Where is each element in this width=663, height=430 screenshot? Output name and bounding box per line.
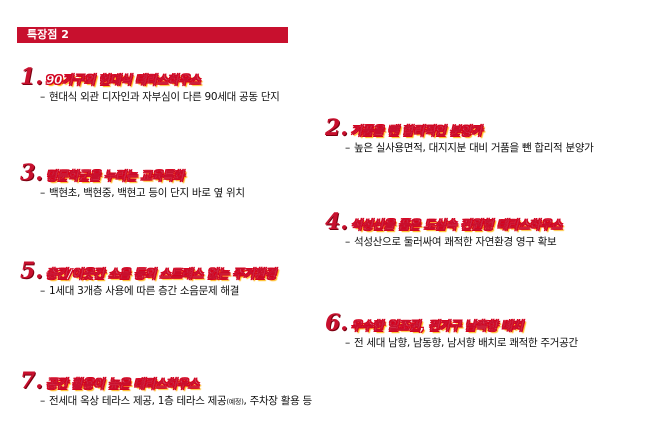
feature-item-2: 2. 거품을 뺀 합리적인 분양가 –높은 실사용면적, 대지지분 대비 거품을… [325, 117, 594, 155]
feature-description: –현대식 외관 디자인과 자부심이 다른 90세대 공동 단지 [40, 89, 280, 104]
feature-item-5: 5. 층간/이웃간 소음 등의 스트레스 없는 주거환경 –1세대 3개층 사용… [20, 260, 276, 298]
feature-title: 석성산을 품은 도심속 전원형 테라스하우스 [350, 218, 563, 232]
feature-description: –석성산으로 둘러싸여 쾌적한 자연환경 영구 확보 [345, 234, 562, 249]
feature-title: 공간 활용이 높은 테라스하우스 [45, 377, 199, 391]
feature-title: 층간/이웃간 소음 등의 스트레스 없는 주거환경 [45, 267, 277, 281]
feature-number: 3. [20, 160, 43, 186]
section-header: 특장점 2 [17, 27, 288, 43]
feature-description: –전세대 옥상 테라스 제공, 1층 테라스 제공(예정), 주차장 활용 등 [40, 393, 312, 408]
feature-description-text-end: , 주차장 활용 등 [243, 395, 313, 407]
feature-description: –백현초, 백현중, 백현고 등이 단지 바로 옆 위치 [40, 185, 245, 200]
feature-description-text: 1세대 3개층 사용에 따른 층간 소음문제 해결 [48, 285, 240, 297]
dash-bullet: – [345, 142, 350, 154]
dash-bullet: – [40, 187, 45, 199]
feature-number: 6. [325, 310, 348, 336]
feature-title: 우수한 일조권, 전가구 남측향 배치 [350, 319, 524, 333]
feature-number: 1. [20, 64, 43, 90]
feature-description-text: 석성산으로 둘러싸여 쾌적한 자연환경 영구 확보 [353, 236, 557, 248]
dash-bullet: – [40, 395, 45, 407]
feature-description: –전 세대 남향, 남동향, 남서향 배치로 쾌적한 주거공간 [345, 335, 578, 350]
feature-title: 명문학군을 누리는 교육특화 [45, 169, 185, 183]
feature-item-3: 3. 명문학군을 누리는 교육특화 –백현초, 백현중, 백현고 등이 단지 바… [20, 162, 245, 200]
feature-number: 7. [20, 368, 43, 394]
dash-bullet: – [40, 285, 45, 297]
feature-item-4: 4. 석성산을 품은 도심속 전원형 테라스하우스 –석성산으로 둘러싸여 쾌적… [325, 211, 562, 249]
feature-description-text: 전세대 옥상 테라스 제공, 1층 테라스 제공 [48, 395, 227, 407]
feature-description: –1세대 3개층 사용에 따른 층간 소음문제 해결 [40, 283, 276, 298]
feature-description-note: (예정) [226, 398, 244, 406]
feature-number: 4. [325, 209, 348, 235]
section-title: 특장점 2 [27, 28, 69, 41]
feature-title: 거품을 뺀 합리적인 분양가 [350, 124, 483, 138]
feature-item-7: 7. 공간 활용이 높은 테라스하우스 –전세대 옥상 테라스 제공, 1층 테… [20, 370, 312, 408]
feature-description-text: 백현초, 백현중, 백현고 등이 단지 바로 옆 위치 [48, 187, 245, 199]
feature-description-text: 전 세대 남향, 남동향, 남서향 배치로 쾌적한 주거공간 [353, 337, 578, 349]
dash-bullet: – [40, 91, 45, 103]
feature-description: –높은 실사용면적, 대지지분 대비 거품을 뺀 합리적 분양가 [345, 140, 594, 155]
dash-bullet: – [345, 337, 350, 349]
feature-description-text: 현대식 외관 디자인과 자부심이 다른 90세대 공동 단지 [48, 91, 280, 103]
dash-bullet: – [345, 236, 350, 248]
feature-title: 90가구의 현대식 테라스하우스 [45, 73, 201, 87]
feature-number: 2. [325, 115, 348, 141]
feature-description-text: 높은 실사용면적, 대지지분 대비 거품을 뺀 합리적 분양가 [353, 142, 594, 154]
feature-item-6: 6. 우수한 일조권, 전가구 남측향 배치 –전 세대 남향, 남동향, 남서… [325, 312, 578, 350]
feature-number: 5. [20, 258, 43, 284]
feature-item-1: 1. 90가구의 현대식 테라스하우스 –현대식 외관 디자인과 자부심이 다른… [20, 66, 280, 104]
